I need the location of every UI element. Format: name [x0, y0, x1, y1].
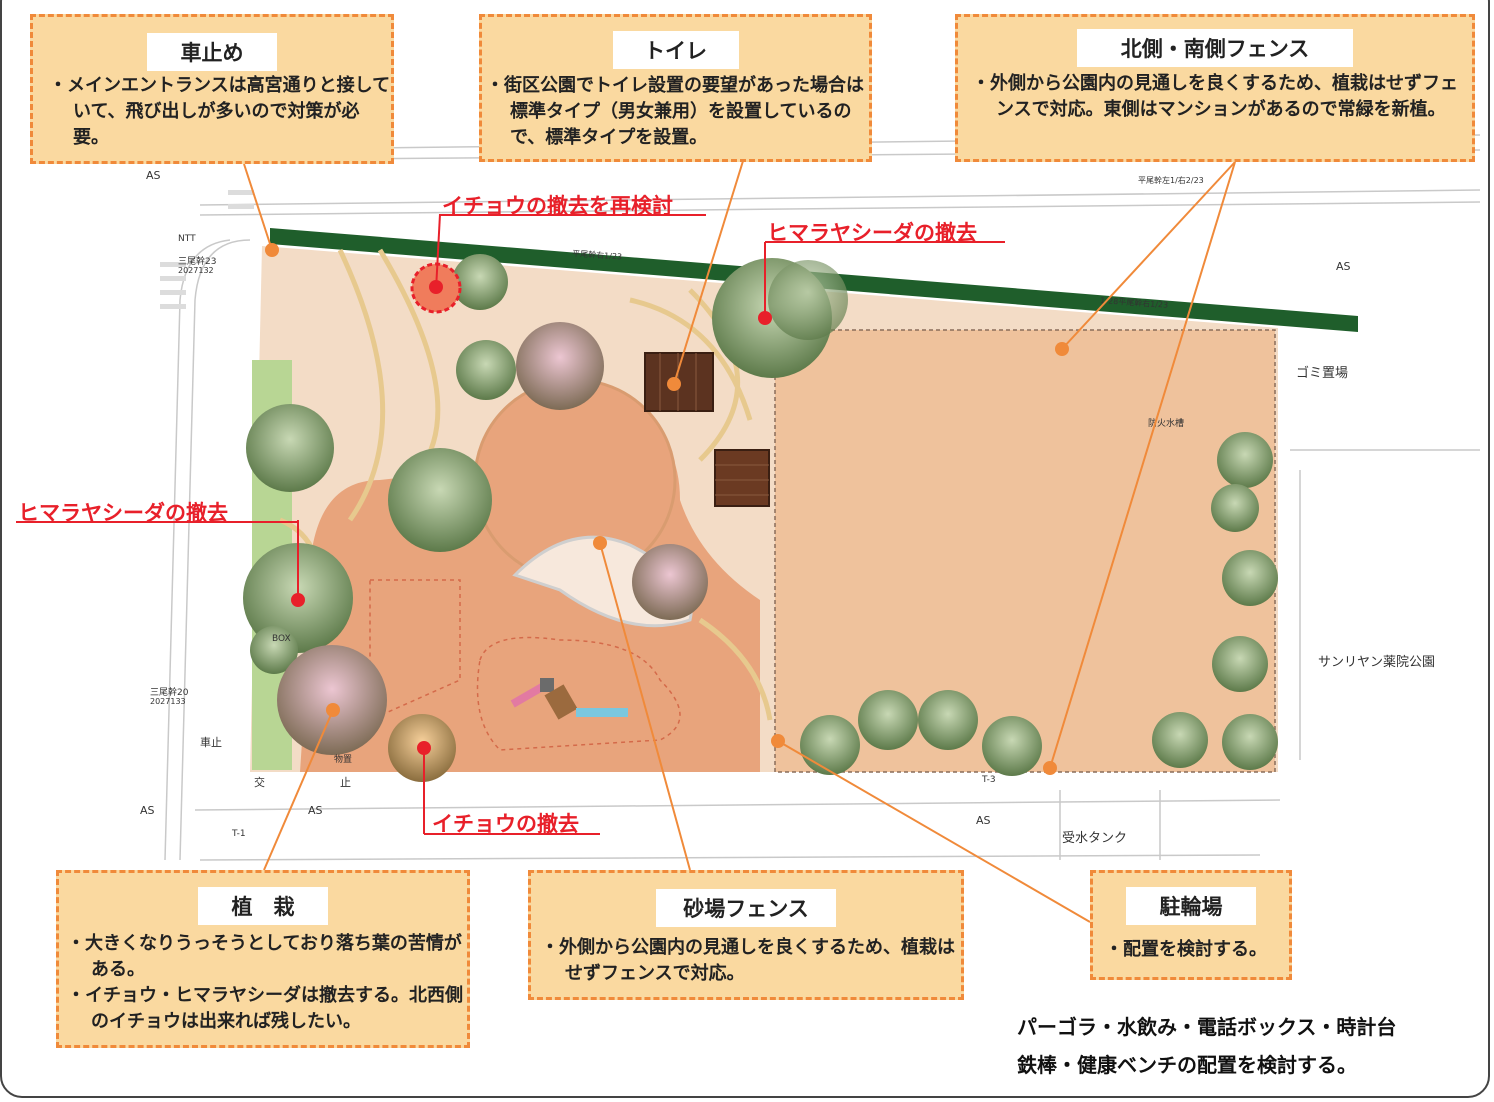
play-slide [510, 678, 628, 720]
red-dots [291, 280, 772, 755]
map-label-jusui: 受水タンク [1062, 831, 1127, 846]
east-field [774, 329, 1276, 773]
bottom-note: パーゴラ・水飲み・電話ボックス・時計台 鉄棒・健康ベンチの配置を検討する。 [1017, 1008, 1487, 1084]
bottom-note-line: 鉄棒・健康ベンチの配置を検討する。 [1017, 1053, 1357, 1077]
map-label-kou: 交 [254, 775, 265, 789]
pergola-roof [714, 449, 770, 507]
map-label-sanfuku23: 三尾幹23 [178, 255, 216, 267]
callout-fence-ns: 北側・南側フェンス ・外側から公園内の見通しを良くするため、植栽はせずフェンスで… [955, 14, 1475, 162]
map-label-as4: AS [308, 804, 323, 817]
callout-churinjo-line: ・配置を検討する。 [1105, 939, 1267, 960]
map-label-ntt: NTT [178, 234, 196, 244]
leader-dots [265, 243, 1069, 775]
callout-sunaba-line: ・外側から公園内の見通しを良くするため、植栽はせずフェンスで対応。 [541, 937, 955, 984]
callout-shokusai-line: ・イチョウ・ヒマラヤシーダは撤去する。北西側のイチョウは出来れば残したい。 [67, 985, 463, 1032]
map-label-monooki: 物置 [334, 753, 352, 765]
callout-shokusai: 植 栽 ・大きくなりうっそうとしており落ち葉の苦情がある。 ・イチョウ・ヒマラヤ… [56, 870, 470, 1048]
map-label-sanriyan: サンリヤン薬院公園 [1318, 655, 1435, 670]
red-leader-lines [297, 213, 766, 834]
callout-churinjo-body: ・配置を検討する。 [1105, 937, 1291, 963]
leader-lines [243, 160, 1236, 923]
underline-himalaya-north [765, 241, 1005, 243]
map-label-t1: T-1 [231, 829, 246, 839]
callout-sunaba-title: 砂場フェンス [656, 889, 836, 927]
map-label-sanfuku20b: 2027133 [150, 697, 186, 706]
map-label-as3: AS [140, 804, 155, 817]
trees [243, 254, 1278, 782]
callout-kurumadome-body: ・メインエントランスは高宮通りと接していて、飛び出しが多いので対策が必要。 [49, 73, 393, 151]
callout-toilet-body: ・街区公園でトイレ設置の要望があった場合は標準タイプ（男女兼用）を設置しているの… [486, 73, 872, 151]
map-label-as1: AS [146, 169, 161, 182]
map-label-heio23: 平尾幹右1/23 [572, 248, 623, 261]
map-label-t3: T-3 [981, 775, 996, 785]
callout-shokusai-title: 植 栽 [198, 887, 328, 925]
callout-toilet-title: トイレ [612, 31, 739, 69]
callout-shokusai-body: ・大きくなりうっそうとしており落ち葉の苦情がある。 ・イチョウ・ヒマラヤシーダは… [67, 931, 467, 1035]
callout-sunaba: 砂場フェンス ・外側から公園内の見通しを良くするため、植栽はせずフェンスで対応。 [528, 870, 964, 1000]
map-label-as5: AS [976, 814, 991, 827]
map-label-heio-ne: 平尾幹左1/右2/23 [1138, 175, 1204, 185]
underline-himalaya-west [16, 521, 298, 523]
callout-kurumadome-title: 車止め [147, 33, 277, 71]
callout-sunaba-body: ・外側から公園内の見通しを良くするため、植栽はせずフェンスで対応。 [541, 935, 957, 987]
callout-churinjo-title: 駐輪場 [1126, 887, 1256, 925]
map-label-sanfuku23b: 2027132 [178, 266, 214, 275]
callout-fence-ns-line: ・外側から公園内の見通しを良くするため、植栽はせずフェンスで対応。東側はマンショ… [972, 73, 1458, 120]
callout-kurumadome-line: ・メインエントランスは高宮通りと接していて、飛び出しが多いので対策が必要。 [49, 75, 391, 148]
callout-fence-ns-body: ・外側から公園内の見通しを良くするため、植栽はせずフェンスで対応。東側はマンショ… [972, 71, 1468, 123]
underline-icho-remove [424, 833, 600, 835]
callout-churinjo: 駐輪場 ・配置を検討する。 [1090, 870, 1292, 980]
callout-toilet: トイレ ・街区公園でトイレ設置の要望があった場合は標準タイプ（男女兼用）を設置し… [479, 14, 872, 162]
map-label-heio28: 1-28平尾幹右1/23 [1100, 295, 1169, 310]
map-label-box: BOX [272, 634, 291, 644]
callout-kurumadome: 車止め ・メインエントランスは高宮通りと接していて、飛び出しが多いので対策が必要… [30, 14, 394, 164]
street-lines [164, 134, 1481, 861]
map-text-labels: ゴミ置場 サンリヤン薬院公園 受水タンク 防火水槽 車止 BOX 物置 AS A… [140, 169, 1435, 846]
path-arcs [279, 248, 773, 721]
callout-shokusai-line: ・大きくなりうっそうとしており落ち葉の苦情がある。 [67, 933, 462, 980]
crosswalk [160, 190, 254, 309]
callout-toilet-line: ・街区公園でトイレ設置の要望があった場合は標準タイプ（男女兼用）を設置しているの… [486, 75, 864, 148]
bottom-note-line: パーゴラ・水飲み・電話ボックス・時計台 [1017, 1015, 1397, 1039]
map-label-shi: 止 [340, 776, 351, 789]
map-label-gomi: ゴミ置場 [1296, 365, 1348, 381]
callout-fence-ns-title: 北側・南側フェンス [1077, 29, 1353, 67]
underline-icho-reconsider [440, 214, 706, 216]
label-icho-remove: イチョウの撤去 [432, 812, 579, 836]
map-label-kurumadome: 車止 [200, 735, 222, 749]
map-label-as2: AS [1336, 260, 1351, 273]
map-label-sanfuku20: 三尾幹20 [150, 686, 189, 698]
